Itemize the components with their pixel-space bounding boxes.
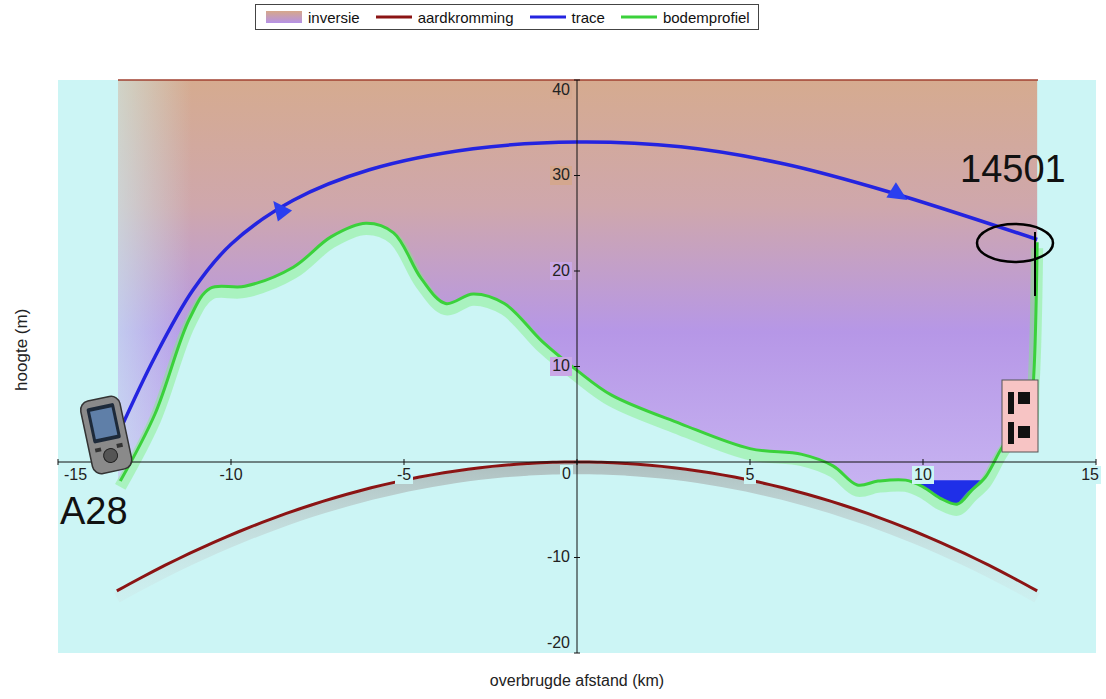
legend-text: aardkromming — [418, 9, 514, 26]
x-tick — [923, 459, 924, 465]
axis-title: overbrugde afstand (km) — [490, 672, 664, 690]
y-tick — [574, 175, 580, 176]
y-tick-label: -20 — [545, 634, 572, 652]
y-tick — [574, 557, 580, 558]
top-border — [118, 79, 1038, 81]
x-tick — [58, 459, 59, 465]
x-tick — [231, 459, 232, 465]
y-tick-label: 20 — [550, 262, 572, 280]
y-tick — [574, 271, 580, 272]
y-tick-label: 10 — [550, 357, 572, 375]
legend-text: inversie — [308, 9, 360, 26]
plot-background — [58, 80, 1096, 653]
x-tick — [750, 459, 751, 465]
x-tick — [1096, 459, 1097, 465]
x-tick — [404, 459, 405, 465]
axis-title: hoogte (m) — [12, 309, 32, 391]
legend-item: aardkromming — [374, 9, 514, 26]
x-axis — [58, 462, 1096, 463]
x-tick-label: -5 — [395, 466, 413, 484]
signal-trace — [120, 142, 1037, 429]
y-tick-label: 40 — [550, 81, 572, 99]
ground-glow — [120, 229, 1037, 510]
x-tick-label: 5 — [744, 466, 757, 484]
trace-arrowhead — [266, 196, 292, 222]
x-tick-label: 10 — [912, 466, 934, 484]
y-tick-label: 0 — [560, 465, 573, 483]
phone-icon — [79, 395, 134, 476]
x-tick-label: -15 — [62, 466, 89, 484]
legend-item: inversie — [264, 9, 360, 26]
trace-arrowhead — [886, 182, 912, 207]
y-tick-label: -10 — [545, 548, 572, 566]
legend-sample — [264, 10, 304, 24]
antenna-mast — [1034, 232, 1036, 296]
y-tick-label: 30 — [550, 166, 572, 184]
site-number: 14501 — [960, 148, 1066, 192]
y-tick — [574, 80, 580, 81]
legend-sample — [528, 10, 568, 24]
y-tick — [574, 653, 580, 654]
legend-sample — [619, 10, 659, 24]
legend-text: trace — [572, 9, 605, 26]
axis-ticks — [58, 80, 1096, 653]
y-tick — [574, 462, 580, 463]
x-tick-label: -10 — [217, 466, 244, 484]
legend-text: bodemprofiel — [663, 9, 750, 26]
legend-box: inversie aardkromming trace bodemprofiel — [255, 4, 759, 30]
x-tick-label: 15 — [1079, 466, 1101, 484]
antenna-ellipse — [977, 224, 1053, 262]
legend-item: bodemprofiel — [619, 9, 750, 26]
road-label: A28 — [60, 490, 128, 534]
building-icon — [1002, 380, 1038, 452]
legend-item: trace — [528, 9, 605, 26]
legend-sample — [374, 10, 414, 24]
y-tick — [574, 366, 580, 367]
